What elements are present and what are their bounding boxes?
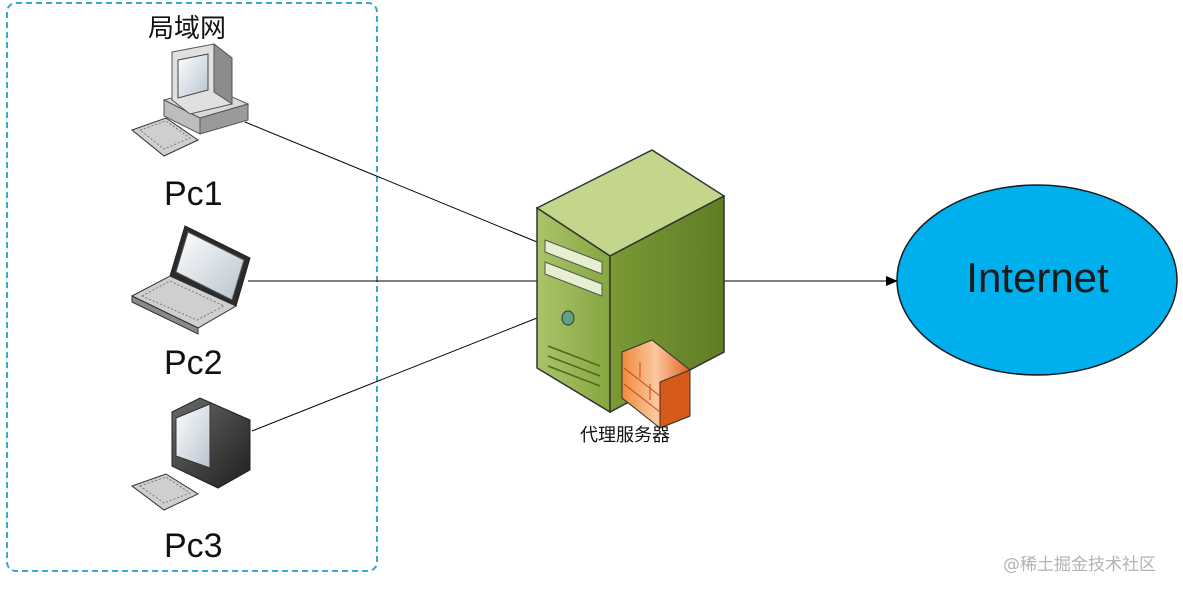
desktop-computer-icon — [130, 42, 250, 157]
pc1-label: Pc1 — [164, 175, 223, 213]
watermark: @稀土掘金技术社区 — [1003, 555, 1156, 575]
crt-monitor-icon — [130, 397, 251, 511]
lan-title: 局域网 — [148, 14, 227, 44]
pc2-label: Pc2 — [164, 344, 223, 382]
firewall-icon — [621, 339, 691, 429]
internet-label: Internet — [966, 254, 1109, 301]
lan-boundary — [6, 2, 378, 572]
laptop-icon — [130, 225, 251, 335]
internet-node — [896, 184, 1178, 376]
link-pc1-server — [244, 121, 538, 243]
proxy-server-label: 代理服务器 — [580, 425, 670, 446]
pc3-label: Pc3 — [164, 527, 223, 565]
link-pc3-server — [251, 317, 538, 432]
